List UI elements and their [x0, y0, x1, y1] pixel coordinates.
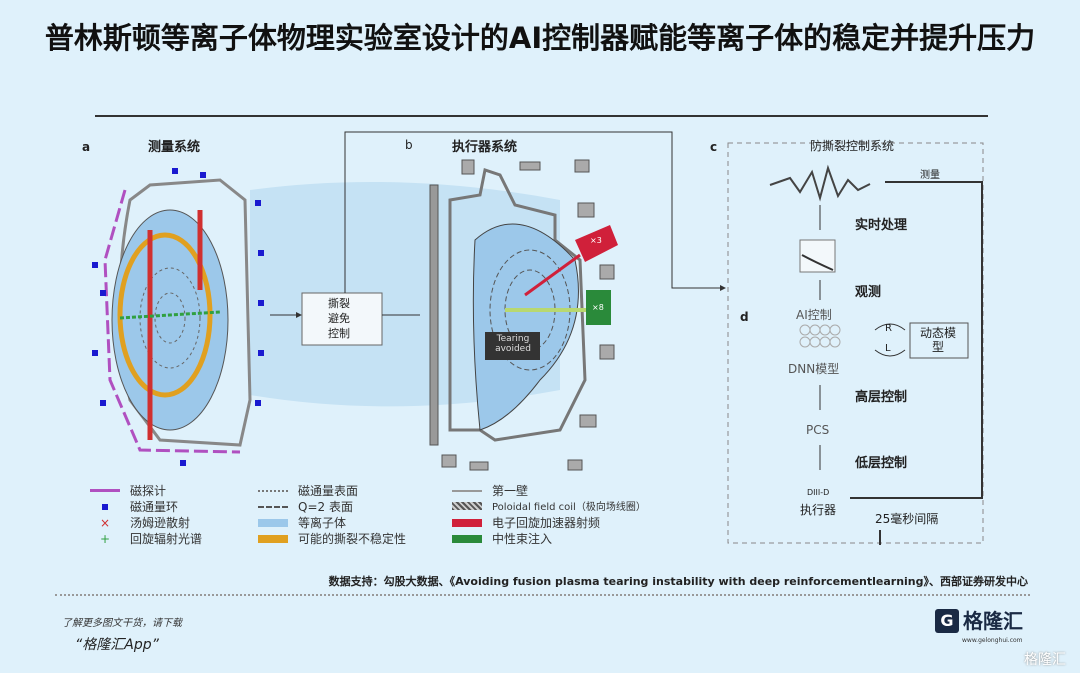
legend-item: ×汤姆逊散射 [99, 515, 191, 531]
measure-label: 测量 [920, 170, 940, 181]
magnetic-probe [103, 189, 241, 454]
gelonghui-logo: G 格隆汇 [935, 608, 1023, 634]
control-box [301, 292, 383, 346]
plasma [472, 223, 579, 431]
nbi-source [586, 290, 611, 325]
observe-label: 观测 [855, 285, 882, 300]
signal-waveform-icon [769, 164, 871, 202]
ece [119, 310, 221, 320]
ech-source [575, 225, 618, 262]
legend-item: +回旋辐射光谱 [99, 531, 203, 547]
page-title: 普林斯顿等离子体物理实验室设计的AI控制器赋能等离子体的稳定并提升压力 [44, 21, 1036, 55]
legend-item: 电子回旋加速器射频 [452, 514, 600, 531]
diiid-label: DIII-D [807, 488, 830, 497]
panel-a-title: 测量系统 [148, 140, 201, 155]
legend-item: 中性束注入 [452, 530, 552, 547]
pcs-label: PCS [806, 423, 830, 437]
tearing-avoided-box [485, 332, 540, 360]
watermark: 格隆汇 [1024, 652, 1066, 668]
panel-c-title: 防撕裂控制系统 [810, 139, 895, 153]
panel-b-letter: b [405, 138, 413, 152]
panel-c-letter: c [710, 140, 718, 154]
feedback-line [344, 131, 720, 293]
legend-item: 磁通量表面 [258, 482, 358, 499]
low-control-label: 低层控制 [855, 456, 908, 471]
learn-more-text: 了解更多图文干货，请下载 [62, 618, 182, 629]
legend-item: 磁探计 [90, 482, 166, 499]
tearing-avoided-label: Tearing avoided [495, 334, 531, 354]
legend-item: 第一壁 [452, 482, 528, 499]
panel-b-tokamak [429, 159, 618, 471]
rl-l: L [885, 343, 891, 354]
feedback-loop [850, 181, 983, 499]
actuator-label: 执行器 [800, 503, 837, 517]
realtime-label: 实时处理 [855, 218, 908, 233]
dnn-label: DNN模型 [788, 362, 840, 376]
logo-g-icon: G [935, 609, 959, 633]
legend-item: Q=2 表面 [258, 498, 353, 515]
control-box-label: 撕裂避免控制 [328, 297, 350, 340]
high-control-label: 高层控制 [855, 390, 908, 405]
app-name: “格隆汇App” [75, 637, 159, 653]
tearing-instability [117, 232, 213, 398]
title-divider [95, 115, 988, 117]
neural-net-icon [799, 324, 841, 348]
ech-count: ×3 [590, 236, 602, 245]
panel-b-title: 执行器系统 [452, 140, 518, 155]
panel-d-letter: d [740, 310, 749, 324]
legend-item: 磁通量环 [90, 498, 178, 515]
legend-item: 可能的撕裂不稳定性 [258, 530, 406, 547]
legend-item: 等离子体 [258, 514, 346, 531]
dynamic-model-box [909, 322, 969, 359]
panel-a-letter: a [82, 140, 91, 154]
panel-a-tokamak [92, 168, 264, 466]
flux-loops [92, 168, 264, 466]
logo-url: www.gelonghui.com [962, 637, 1023, 644]
nbi-count: ×8 [592, 303, 604, 312]
rl-r: R [885, 323, 892, 334]
source-note: 数据支持：勾股大数据、《Avoiding fusion plasma teari… [328, 575, 1028, 588]
dynamic-model-label: 动态模型 [919, 326, 956, 354]
interval-label: 25毫秒间隔 [875, 512, 939, 526]
footer-divider [55, 594, 1030, 596]
ai-control-label: AI控制 [796, 308, 832, 322]
legend-item: Poloidal field coil（极向场线圈） [452, 498, 646, 513]
